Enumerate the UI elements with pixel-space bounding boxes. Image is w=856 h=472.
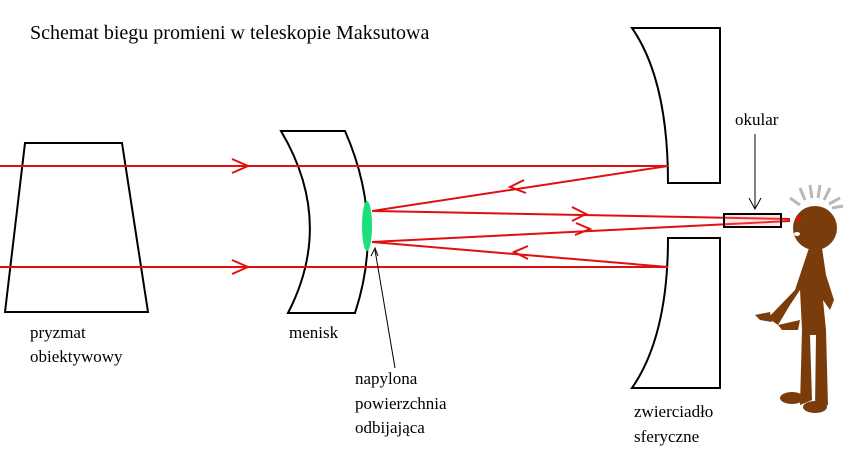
ray-to-eyepiece-top: [371, 210, 791, 220]
arrow-left-icon: [511, 245, 529, 260]
objective-prism: [3, 142, 150, 313]
arrow-right-icon: [574, 222, 593, 236]
arrow-right-icon: [571, 206, 589, 222]
eyepiece: [723, 213, 782, 228]
coating-label-2: powierzchnia: [355, 394, 447, 413]
coating-label-3: odbijająca: [355, 418, 425, 437]
prism-label-1: pryzmat: [30, 323, 86, 342]
light-rays: [0, 158, 791, 275]
mirror-label-1: zwierciadło: [634, 402, 714, 421]
meniscus-lens: [279, 130, 369, 314]
spherical-mirror-bottom: [630, 237, 721, 389]
coating-label-1: napylona: [355, 369, 418, 388]
ray-to-eyepiece-bottom: [371, 220, 791, 243]
arrow-right-icon: [231, 259, 251, 275]
observer-figure: [755, 184, 844, 413]
mirror-label-2: sferyczne: [634, 427, 700, 446]
pointer-arrow-icon: [748, 197, 762, 211]
arrow-right-icon: [231, 158, 251, 174]
prism-label-2: obiektywowy: [30, 347, 123, 366]
meniscus-label: menisk: [289, 323, 339, 342]
spherical-mirror-top: [630, 27, 721, 184]
arrow-left-icon: [507, 179, 527, 194]
ray-reflected-top: [371, 165, 669, 212]
pointer-arrow-icon: [370, 246, 379, 257]
reflective-coating: [362, 201, 372, 251]
diagram-title: Schemat biegu promieni w teleskopie Maks…: [30, 22, 430, 44]
eyepiece-label: okular: [735, 110, 779, 129]
coating-pointer: [374, 249, 396, 369]
